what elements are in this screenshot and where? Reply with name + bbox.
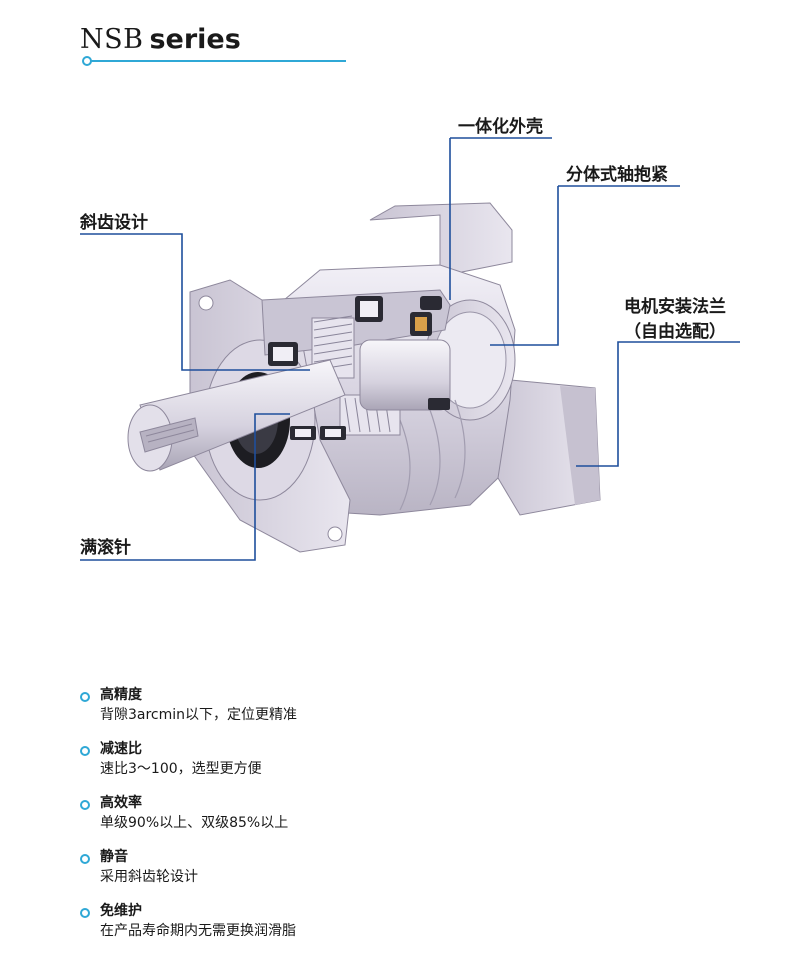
bullet-icon	[80, 800, 90, 810]
callout-flange-line1: 电机安装法兰	[624, 297, 726, 317]
feature-desc: 单级90%以上、双级85%以上	[100, 815, 289, 831]
list-item: 静音 采用斜齿轮设计	[80, 848, 760, 902]
list-item: 高效率 单级90%以上、双级85%以上	[80, 794, 760, 848]
feature-title: 免维护	[100, 903, 142, 919]
callout-helical: 斜齿设计	[80, 213, 148, 233]
leader-helical	[80, 233, 310, 371]
title-underline	[86, 60, 346, 62]
motor-flange	[369, 202, 601, 516]
output-shaft	[127, 359, 346, 472]
callout-flange: 电机安装法兰 （自由选配）	[624, 292, 726, 342]
list-item: 高精度 背隙3arcmin以下，定位更精准	[80, 686, 760, 740]
feature-title: 高精度	[100, 687, 142, 703]
list-item: 减速比 速比3～100，选型更方便	[80, 740, 760, 794]
bullet-icon	[80, 746, 90, 756]
gearbox-cutaway-illustration	[80, 137, 740, 561]
title-suffix: series	[149, 24, 241, 55]
callout-clamp: 分体式轴抱紧	[566, 165, 668, 185]
feature-title: 高效率	[100, 795, 142, 811]
callout-needle: 满滚针	[80, 538, 131, 558]
leader-clamp	[490, 186, 559, 346]
feature-title: 减速比	[100, 741, 142, 757]
list-item: 免维护 在产品寿命期内无需更换润滑脂	[80, 902, 760, 956]
feature-list: 高精度 背隙3arcmin以下，定位更精准 减速比 速比3～100，选型更方便 …	[80, 686, 760, 956]
feature-desc: 速比3～100，选型更方便	[100, 761, 262, 777]
feature-title: 静音	[100, 849, 128, 865]
bullet-icon	[80, 692, 90, 702]
leader-flange	[576, 341, 740, 467]
leader-needle	[80, 413, 290, 561]
internal-section	[261, 289, 451, 440]
callout-flange-line2: （自由选配）	[624, 322, 726, 342]
title-prefix: NSB	[80, 24, 144, 55]
title-dot-icon	[82, 56, 92, 66]
feature-desc: 采用斜齿轮设计	[100, 869, 198, 885]
bullet-icon	[80, 908, 90, 918]
bullet-icon	[80, 854, 90, 864]
leader-lines	[80, 137, 740, 561]
callout-housing: 一体化外壳	[458, 117, 543, 137]
feature-desc: 背隙3arcmin以下，定位更精准	[100, 707, 298, 723]
feature-desc: 在产品寿命期内无需更换润滑脂	[100, 923, 296, 939]
